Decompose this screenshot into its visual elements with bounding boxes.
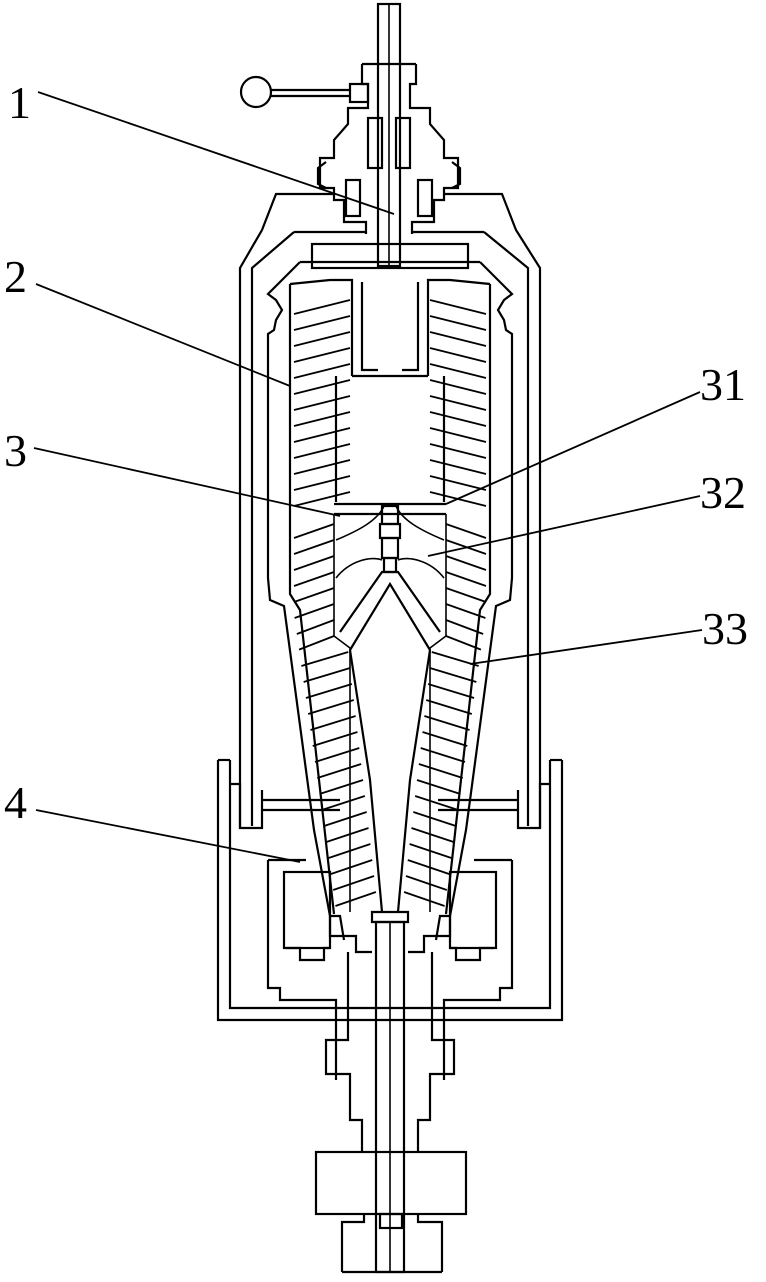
rotor-bowl bbox=[266, 260, 514, 941]
disc-blade bbox=[445, 555, 487, 571]
label-1: 1 bbox=[8, 77, 31, 128]
disc-blade bbox=[332, 875, 375, 891]
disc-blade bbox=[293, 443, 351, 459]
label-3: 3 bbox=[4, 425, 27, 476]
label-33: 33 bbox=[702, 603, 748, 654]
disc-blade bbox=[405, 875, 448, 891]
upper-shaft bbox=[376, 2, 402, 268]
disc-blade bbox=[429, 427, 487, 443]
disc-blade bbox=[445, 603, 486, 619]
disc-blade bbox=[429, 667, 477, 683]
disc-blade bbox=[335, 891, 377, 907]
disc-blade bbox=[418, 763, 463, 779]
disc-blade bbox=[330, 859, 373, 875]
disc-blade bbox=[425, 699, 473, 715]
disc-blade bbox=[296, 619, 335, 635]
label-2: 2 bbox=[4, 251, 27, 302]
disc-blade bbox=[307, 699, 355, 715]
disc-blade bbox=[293, 315, 351, 331]
disc-blade bbox=[293, 427, 351, 443]
disc-blade bbox=[301, 651, 349, 667]
nozzle-assembly bbox=[378, 504, 402, 574]
disc-blade bbox=[445, 587, 487, 603]
disc-blade bbox=[407, 859, 450, 875]
disc-blade bbox=[293, 331, 351, 347]
disc-stack-right bbox=[403, 299, 487, 907]
disc-blade bbox=[429, 299, 487, 315]
disc-stack-left bbox=[293, 299, 377, 907]
disc-blade bbox=[445, 523, 487, 539]
label-4: 4 bbox=[4, 777, 27, 828]
disc-blade bbox=[429, 411, 487, 427]
leader-1 bbox=[37, 91, 395, 215]
disc-blade bbox=[310, 715, 356, 731]
disc-blade bbox=[319, 779, 364, 795]
disc-blade bbox=[424, 715, 470, 731]
leader-31 bbox=[445, 391, 701, 505]
disc-blade bbox=[429, 459, 487, 475]
leader-lines bbox=[33, 91, 703, 863]
disc-blade bbox=[416, 779, 461, 795]
disc-blade bbox=[293, 411, 351, 427]
disc-blade bbox=[293, 395, 351, 411]
disc-blade bbox=[293, 539, 335, 555]
disc-blade bbox=[445, 635, 482, 651]
disc-blade bbox=[298, 635, 335, 651]
coupling-blocks bbox=[314, 1150, 468, 1274]
disc-blade bbox=[413, 811, 457, 827]
disc-blade bbox=[411, 827, 454, 843]
disc-blade bbox=[293, 379, 351, 395]
disc-blade bbox=[293, 491, 351, 507]
disc-blade bbox=[305, 683, 353, 699]
valve-knob bbox=[239, 75, 370, 109]
label-31: 31 bbox=[700, 359, 746, 410]
disc-blade bbox=[293, 363, 351, 379]
disc-blade bbox=[445, 571, 487, 587]
disc-blade bbox=[314, 747, 360, 763]
leader-2 bbox=[35, 283, 291, 387]
disc-blade bbox=[429, 443, 487, 459]
disc-blade bbox=[293, 475, 351, 491]
disc-blade bbox=[293, 459, 351, 475]
disc-blade bbox=[293, 555, 335, 571]
disc-blade bbox=[429, 315, 487, 331]
disc-blade bbox=[293, 571, 335, 587]
leader-33 bbox=[469, 629, 703, 665]
disc-blade bbox=[445, 619, 484, 635]
disc-blade bbox=[293, 299, 351, 315]
distributor-cone bbox=[333, 376, 447, 913]
disc-blade bbox=[326, 827, 369, 843]
disc-blade bbox=[293, 587, 335, 603]
disc-blade bbox=[429, 475, 487, 491]
leader-3 bbox=[33, 447, 341, 517]
disc-blade bbox=[321, 795, 366, 811]
disc-blade bbox=[293, 347, 351, 363]
disc-blade bbox=[403, 891, 445, 907]
disc-blade bbox=[429, 347, 487, 363]
disc-blade bbox=[294, 603, 335, 619]
disc-blade bbox=[303, 667, 351, 683]
leader-32 bbox=[427, 495, 701, 557]
disc-blade bbox=[429, 379, 487, 395]
disc-blade bbox=[429, 395, 487, 411]
disc-blade bbox=[293, 523, 335, 539]
label-32: 32 bbox=[700, 467, 746, 518]
leader-4 bbox=[35, 809, 301, 863]
disc-blade bbox=[414, 795, 459, 811]
disc-blade bbox=[429, 363, 487, 379]
outer-casing bbox=[238, 192, 542, 830]
lower-shaft bbox=[324, 920, 456, 1274]
disc-blade bbox=[420, 747, 466, 763]
disc-blade bbox=[317, 763, 362, 779]
disc-blade bbox=[429, 331, 487, 347]
disc-blade bbox=[427, 683, 475, 699]
disc-blade bbox=[323, 811, 367, 827]
lower-bearing-seat bbox=[266, 858, 514, 1080]
